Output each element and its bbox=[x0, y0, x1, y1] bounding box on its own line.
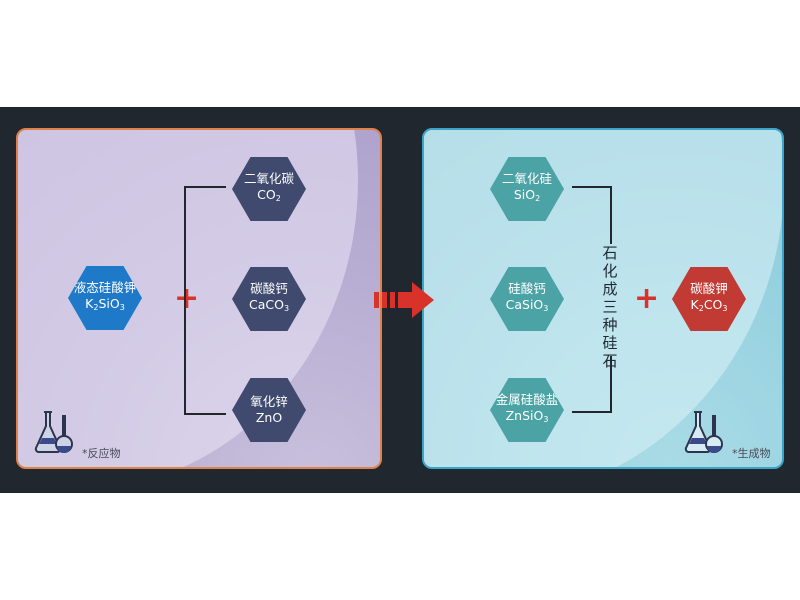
plus-sign-right: + bbox=[634, 281, 660, 316]
hex-name: 液态硅酸钾 bbox=[73, 280, 137, 295]
hex-formula: ZnSiO3 bbox=[505, 408, 549, 424]
hex-formula: SiO2 bbox=[513, 187, 541, 203]
reactants-bracket bbox=[184, 186, 226, 415]
hex-name: 碳酸钾 bbox=[690, 281, 728, 296]
products-note: *生成物 bbox=[732, 447, 771, 460]
flask-icon bbox=[34, 411, 73, 453]
hex-name: 金属硅酸盐 bbox=[495, 392, 559, 407]
hex-formula: CaCO3 bbox=[248, 297, 290, 313]
hex-name: 硅酸钙 bbox=[508, 281, 546, 296]
hex-formula: CaSiO3 bbox=[505, 297, 549, 313]
hex-name: 氧化锌 bbox=[250, 394, 288, 409]
plus-sign-left: + bbox=[174, 281, 200, 316]
products-bracket-bottom bbox=[572, 356, 612, 413]
hex-name: 二氧化碳 bbox=[243, 171, 294, 186]
hex-name: 二氧化硅 bbox=[501, 171, 552, 186]
hex-formula: ZnO bbox=[255, 410, 283, 425]
hex-formula: K2SiO3 bbox=[85, 296, 125, 312]
silica-group-label: 石化成三种硅石 bbox=[602, 244, 618, 370]
flask-icon bbox=[684, 411, 723, 453]
products-bracket-top bbox=[572, 186, 612, 244]
hex-formula: K2CO3 bbox=[690, 297, 728, 313]
reaction-arrow-icon bbox=[374, 282, 434, 318]
hex-name: 碳酸钙 bbox=[250, 281, 288, 296]
hex-formula: CO2 bbox=[257, 187, 281, 203]
reactants-note: *反应物 bbox=[82, 447, 121, 460]
